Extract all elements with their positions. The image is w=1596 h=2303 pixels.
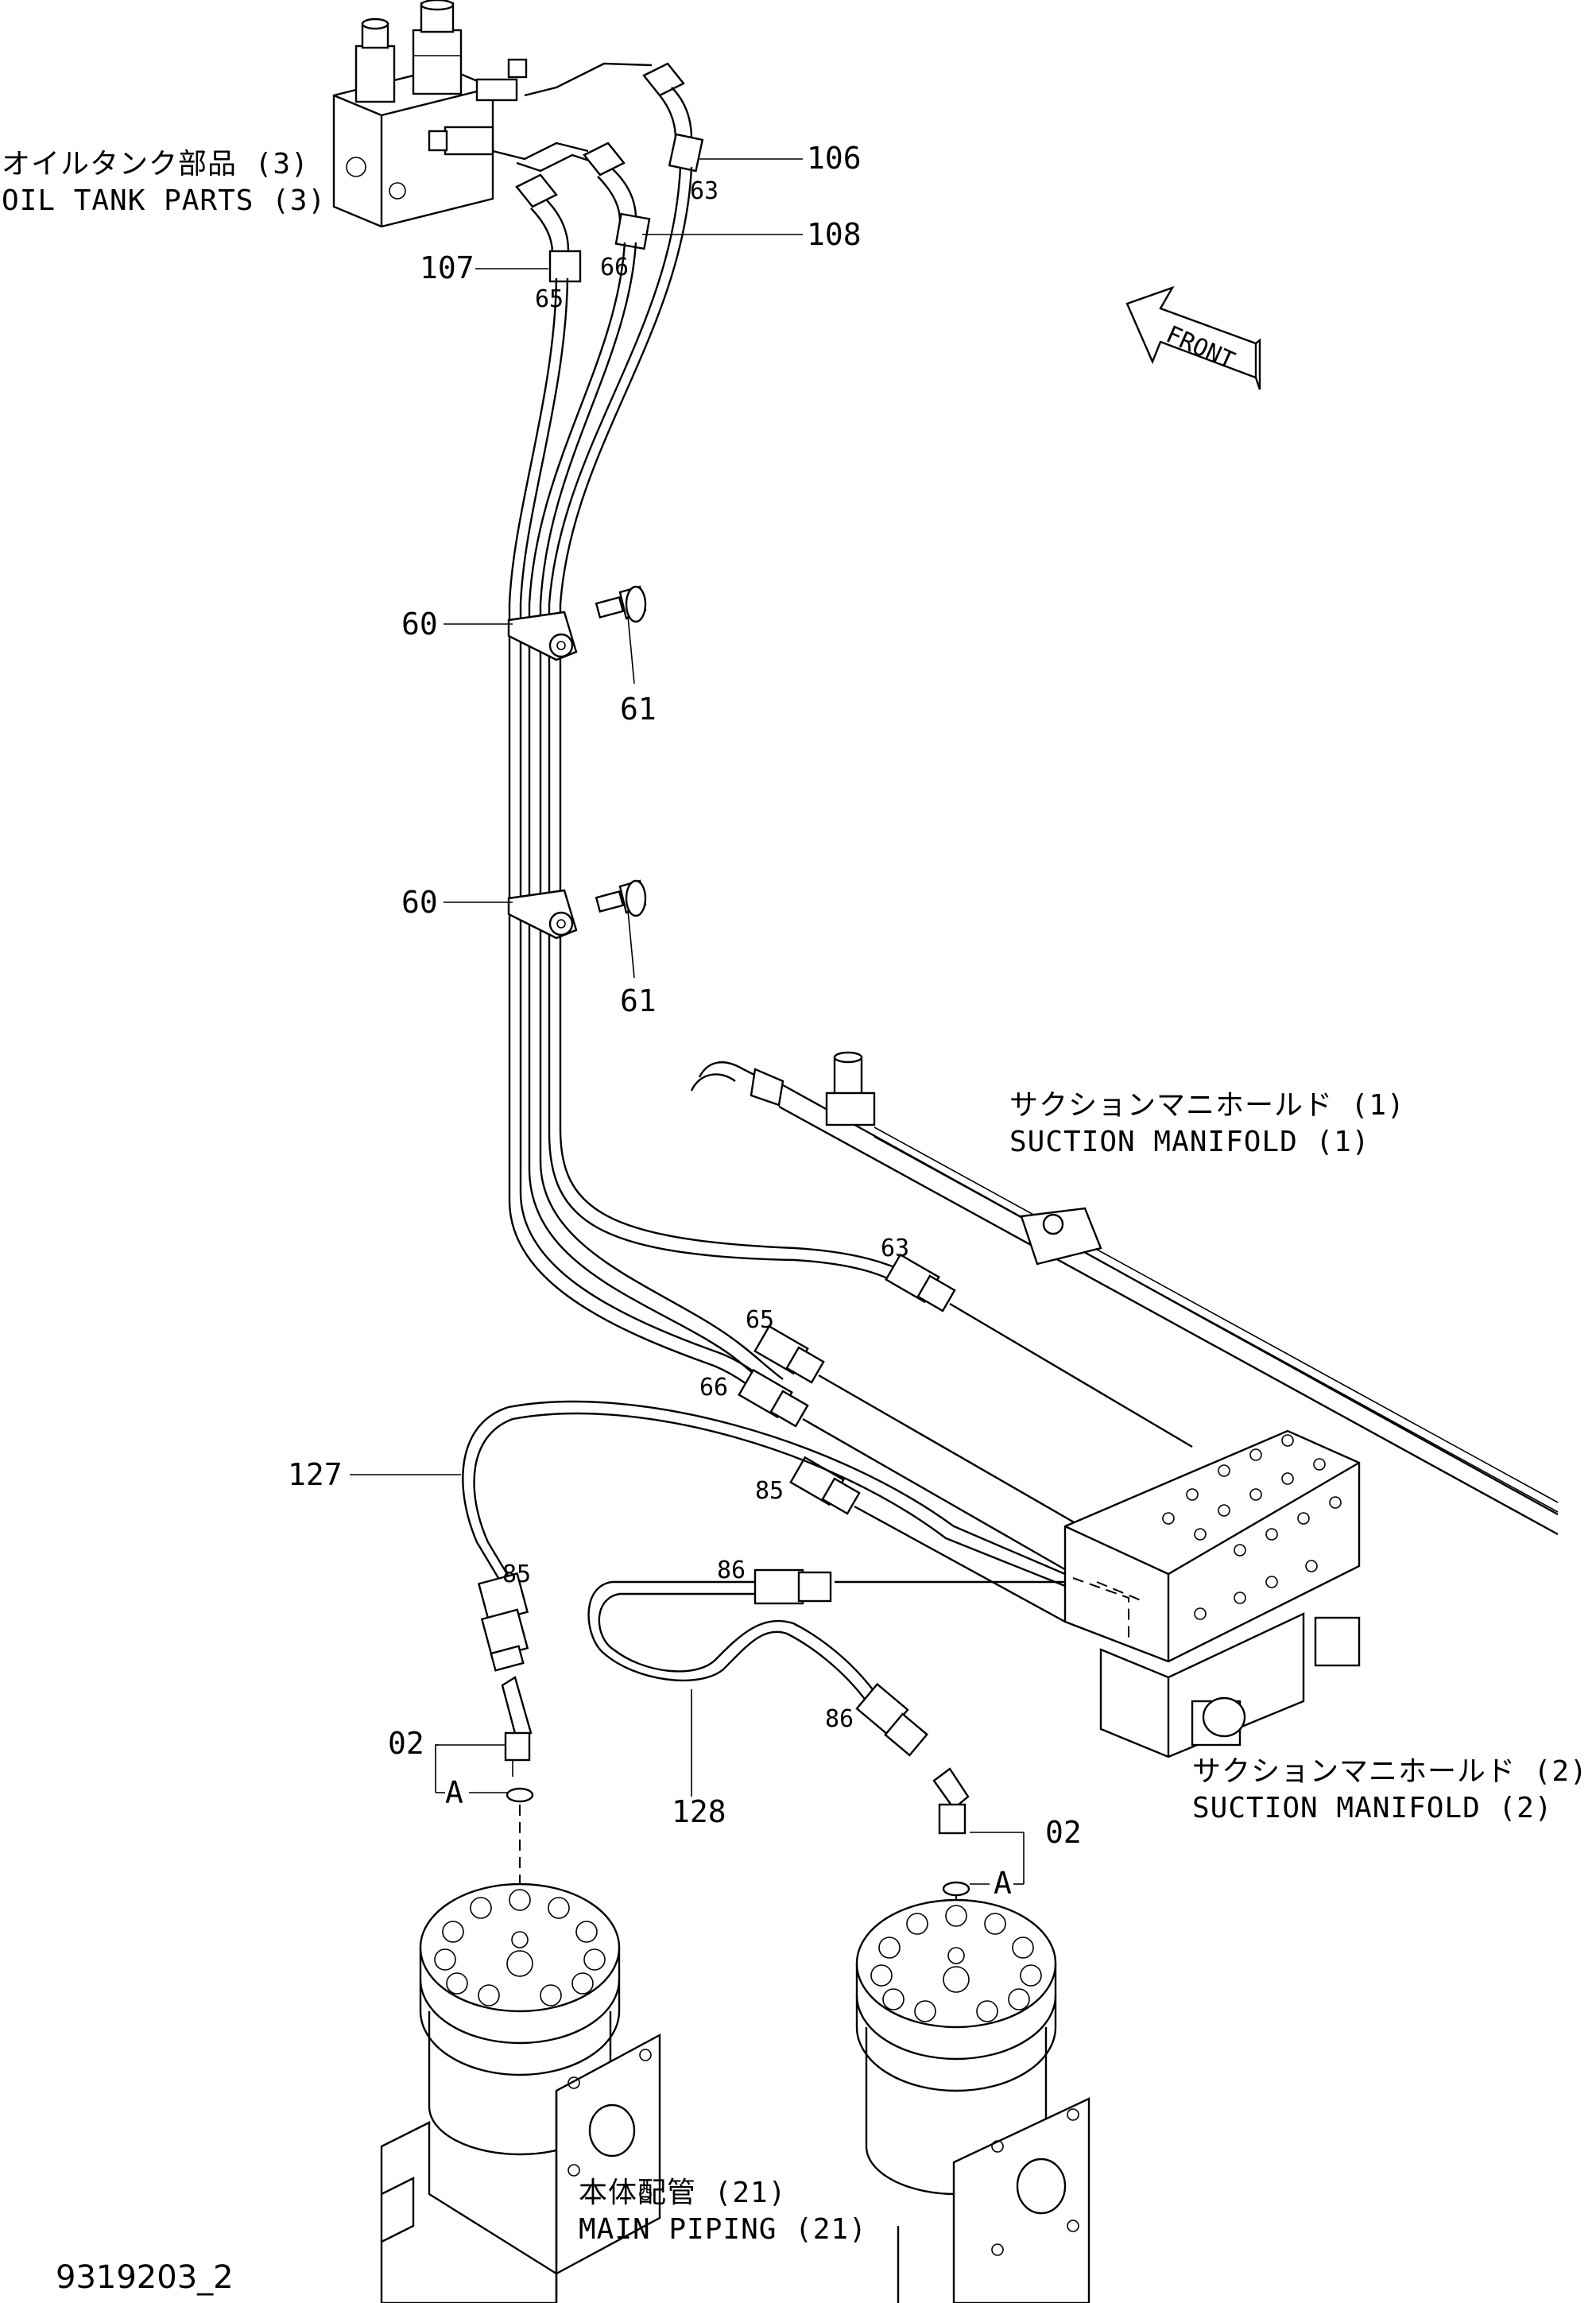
callout-61-lower: 61 [620, 983, 657, 1018]
callout-02-left: 02 [388, 1726, 424, 1761]
hose-128 [587, 1568, 928, 1757]
callout-a-left: A [445, 1775, 463, 1810]
tag-85-a: 85 [755, 1477, 784, 1505]
o-ring-left [506, 1787, 534, 1803]
elbow-02-right [932, 1767, 970, 1835]
callout-60-lower: 60 [401, 885, 438, 920]
fitting-65-lower [753, 1324, 825, 1384]
callout-128: 128 [672, 1794, 726, 1829]
bolt-upper [595, 585, 647, 623]
drawing-number: 9319203_2 [56, 2259, 234, 2296]
suction-manifold-2-jp: サクションマニホールド (2) [1192, 1755, 1588, 1788]
main-piping-en: MAIN PIPING (21) [579, 2213, 867, 2246]
callout-106: 106 [807, 141, 862, 176]
tag-86-b: 86 [825, 1705, 854, 1733]
callout-a-right: A [994, 1866, 1012, 1901]
callout-60-upper: 60 [401, 607, 438, 642]
tag-65-top: 65 [535, 285, 564, 313]
callout-127: 127 [288, 1457, 343, 1492]
elbow-fitting-top [642, 62, 704, 173]
elbow-02-left [501, 1676, 533, 1777]
elbow-fitting-low [515, 173, 582, 283]
bolt-lower [595, 879, 647, 917]
suction-manifold-2-en: SUCTION MANIFOLD (2) [1192, 1792, 1552, 1824]
pump-right-bolts [870, 1905, 1042, 2022]
leader-lines [350, 158, 1025, 1885]
suction-manifold-1-en: SUCTION MANIFOLD (1) [1009, 1126, 1369, 1158]
tag-63-top: 63 [690, 177, 719, 205]
tag-85-b: 85 [502, 1561, 531, 1588]
tag-65-low: 65 [746, 1306, 774, 1334]
tag-63-low: 63 [881, 1235, 909, 1262]
main-piping-jp: 本体配管 (21) [579, 2177, 786, 2209]
hose-127 [462, 1400, 1066, 1672]
oil-tank-parts-jp: オイルタンク部品 (3) [2, 148, 309, 180]
tag-66-top: 66 [600, 254, 629, 281]
clamp-upper [507, 611, 578, 661]
pump-left-bolts [434, 1889, 606, 2006]
elbow-fitting-mid [583, 142, 651, 250]
upper-tube-lines [492, 62, 653, 173]
suction-manifold-1 [690, 1051, 1559, 1536]
suction-manifold-1-jp: サクションマニホールド (1) [1009, 1089, 1405, 1122]
tag-86-a: 86 [717, 1557, 746, 1584]
fitting-63-lower [885, 1253, 956, 1312]
o-ring-right [942, 1881, 970, 1897]
fitting-85-upper [789, 1456, 861, 1515]
oil-tank-parts-en: OIL TANK PARTS (3) [2, 184, 326, 217]
hose-bundle [508, 166, 915, 1400]
tag-66-low: 66 [699, 1374, 728, 1402]
pump-right [855, 1898, 1090, 2303]
callout-61-upper: 61 [620, 692, 657, 727]
suction-manifold-2 [1063, 1429, 1361, 1758]
manifold-bolt-holes [1162, 1434, 1342, 1620]
callout-02-right: 02 [1045, 1815, 1082, 1850]
manifold-lines [802, 1302, 1193, 1623]
callout-108: 108 [807, 217, 862, 252]
clamp-lower [507, 889, 578, 940]
callout-107: 107 [420, 250, 475, 285]
fitting-66-lower [738, 1368, 809, 1428]
pump-left [380, 1882, 661, 2303]
oil-tank-valve-block [332, 0, 528, 228]
